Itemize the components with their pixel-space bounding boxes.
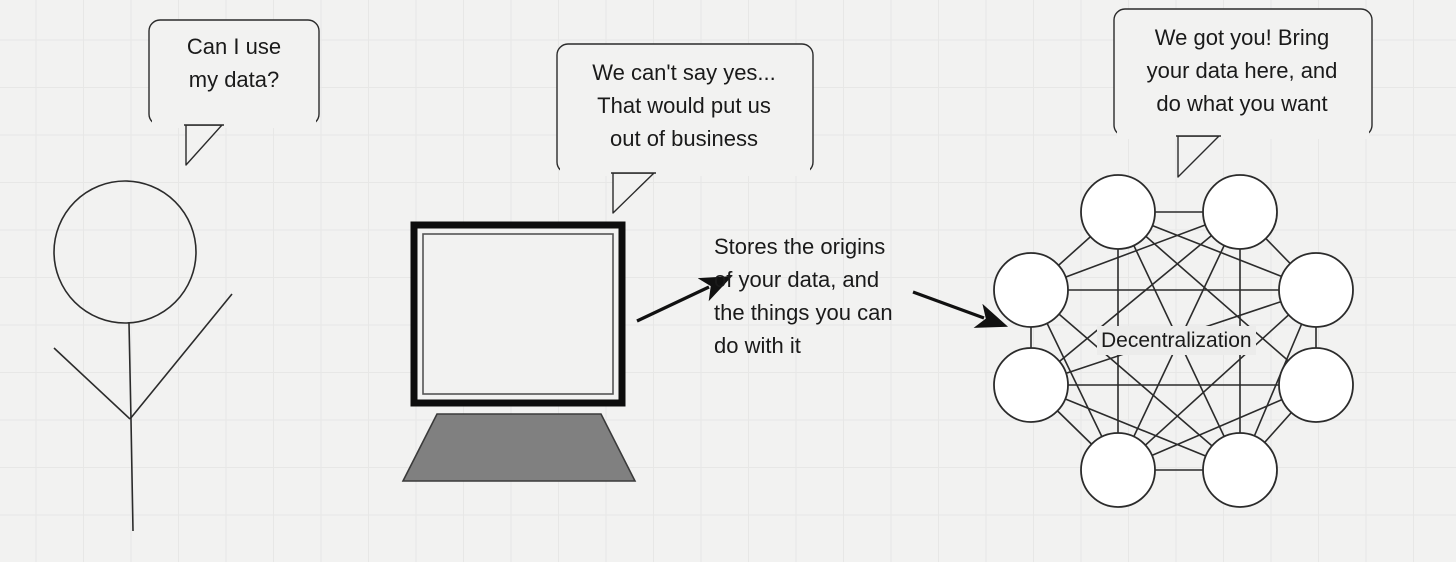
- speech-bubble-laptop-tail: [612, 172, 655, 214]
- stick-figure-person: [53, 180, 233, 532]
- speech-bubble-laptop-body: [556, 43, 814, 174]
- network-node[interactable]: [1278, 347, 1354, 423]
- decentralized-network: [993, 174, 1354, 508]
- laptop-inner-frame: [422, 233, 614, 395]
- speech-bubble-network-tail: [1177, 135, 1220, 178]
- network-node[interactable]: [1080, 432, 1156, 508]
- server-laptop: [401, 221, 637, 482]
- arrow-to-network: [912, 290, 1009, 328]
- network-edge: [1030, 289, 1317, 386]
- network-edges: [1030, 211, 1317, 471]
- network-edge: [1117, 211, 1317, 386]
- speech-bubble-laptop: [556, 43, 814, 214]
- network-edge: [1030, 289, 1241, 471]
- speech-bubble-user-body: [148, 19, 320, 126]
- network-node[interactable]: [1278, 252, 1354, 328]
- network-node[interactable]: [1080, 174, 1156, 250]
- network-nodes: [993, 174, 1354, 508]
- speech-bubble-user-tail: [185, 124, 223, 166]
- network-node[interactable]: [993, 252, 1069, 328]
- speech-bubble-network: [1113, 8, 1373, 178]
- annotation-arrows: [636, 276, 1009, 328]
- network-edge: [1030, 211, 1241, 386]
- speech-bubble-network-body: [1113, 8, 1373, 137]
- speech-bubble-user: [148, 19, 320, 166]
- network-edge: [1117, 289, 1317, 471]
- stick-figure-head: [53, 180, 197, 324]
- arrow-to-laptop: [636, 276, 733, 323]
- laptop-base: [401, 413, 637, 482]
- stick-figure-body: [128, 322, 134, 532]
- stick-figure-arm-left: [53, 347, 131, 420]
- network-node[interactable]: [993, 347, 1069, 423]
- network-node[interactable]: [1202, 432, 1278, 508]
- network-node[interactable]: [1202, 174, 1278, 250]
- stick-figure-arm-right: [129, 293, 233, 420]
